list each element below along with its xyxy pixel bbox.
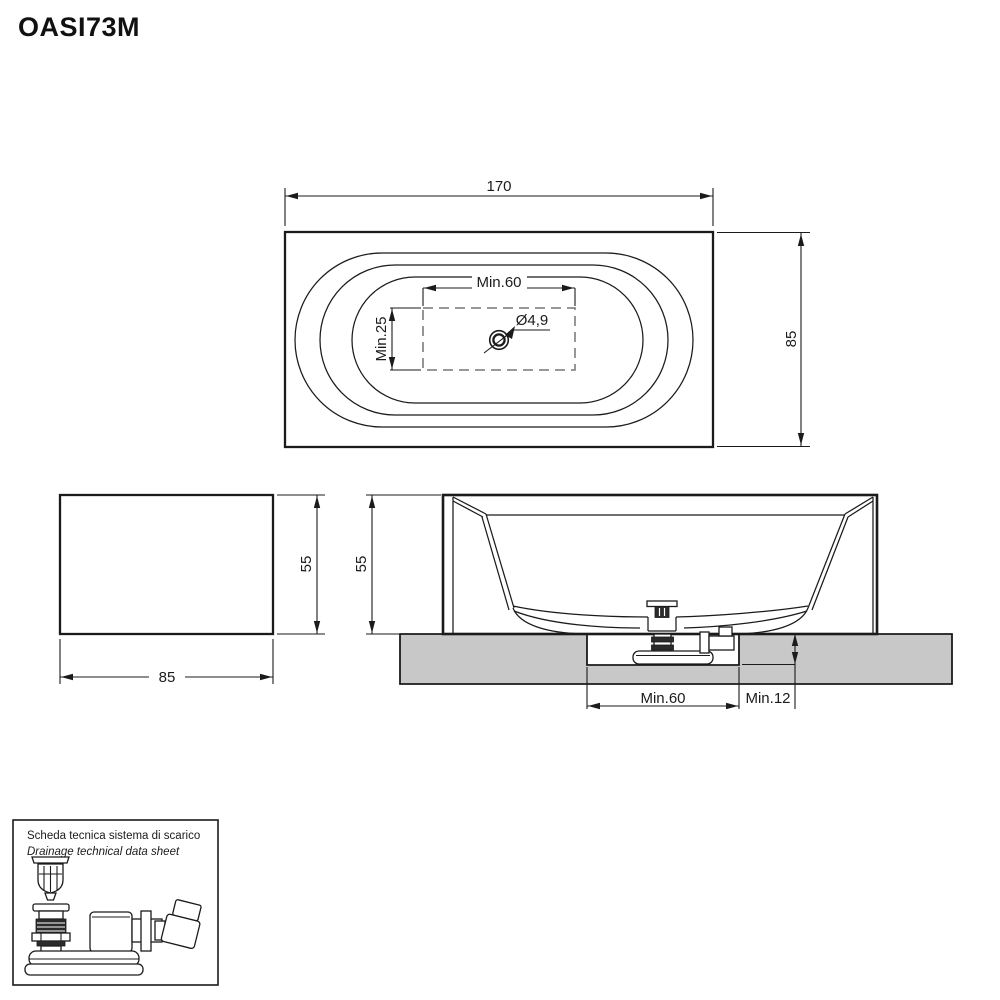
dim-section-height-55: 55 xyxy=(353,494,441,635)
label-length-170: 170 xyxy=(486,178,511,195)
dim-front-width-85: 85 xyxy=(59,639,274,686)
rim-contour-middle xyxy=(319,264,669,416)
label-section-height-55: 55 xyxy=(353,556,370,573)
top-view: Ø4,9 170 85 xyxy=(283,178,810,449)
drainage-info-box: Scheda tecnica sistema di scarico Draina… xyxy=(12,819,219,986)
dim-width-85: 85 xyxy=(717,231,810,448)
label-drain-zone-min25: Min.25 xyxy=(373,316,390,361)
drainage-box-title-en: Drainage technical data sheet xyxy=(27,846,180,858)
drain-install-zone-dashed xyxy=(422,307,576,371)
page-title: OASI73M xyxy=(18,12,141,42)
dim-drain-zone-min60: Min.60 xyxy=(422,274,576,306)
top-view-outer-edge xyxy=(283,230,715,449)
drain-waste-section xyxy=(646,600,678,653)
waste-body-drawing xyxy=(31,903,71,955)
front-view: 55 85 xyxy=(58,493,325,686)
label-drain-diameter: Ø4,9 xyxy=(516,312,549,329)
drain-trap-section xyxy=(632,626,735,665)
drain-symbol xyxy=(483,326,550,354)
dim-front-height-55: 55 xyxy=(277,494,325,635)
siphon-drawing xyxy=(24,899,202,976)
label-recess-min60: Min.60 xyxy=(640,690,685,707)
front-view-outline xyxy=(58,493,275,636)
waste-plug-drawing xyxy=(31,856,70,901)
label-width-85: 85 xyxy=(783,331,800,348)
rim-contour-outer xyxy=(294,252,694,428)
label-front-height-55: 55 xyxy=(298,556,315,573)
dim-recess-min60: Min.60 xyxy=(586,667,740,710)
dim-drain-zone-min25: Min.25 xyxy=(373,307,421,371)
label-recess-min12: Min.12 xyxy=(745,690,790,707)
section-view: 55 Min.60 Min.12 xyxy=(353,493,953,710)
label-drain-zone-min60: Min.60 xyxy=(476,274,521,291)
dim-length-170: 170 xyxy=(284,178,714,226)
drainage-box-title-it: Scheda tecnica sistema di scarico xyxy=(27,830,200,842)
dim-recess-min12: Min.12 xyxy=(742,634,799,709)
label-front-width-85: 85 xyxy=(159,669,176,686)
tub-section-inner-lines xyxy=(452,496,874,635)
